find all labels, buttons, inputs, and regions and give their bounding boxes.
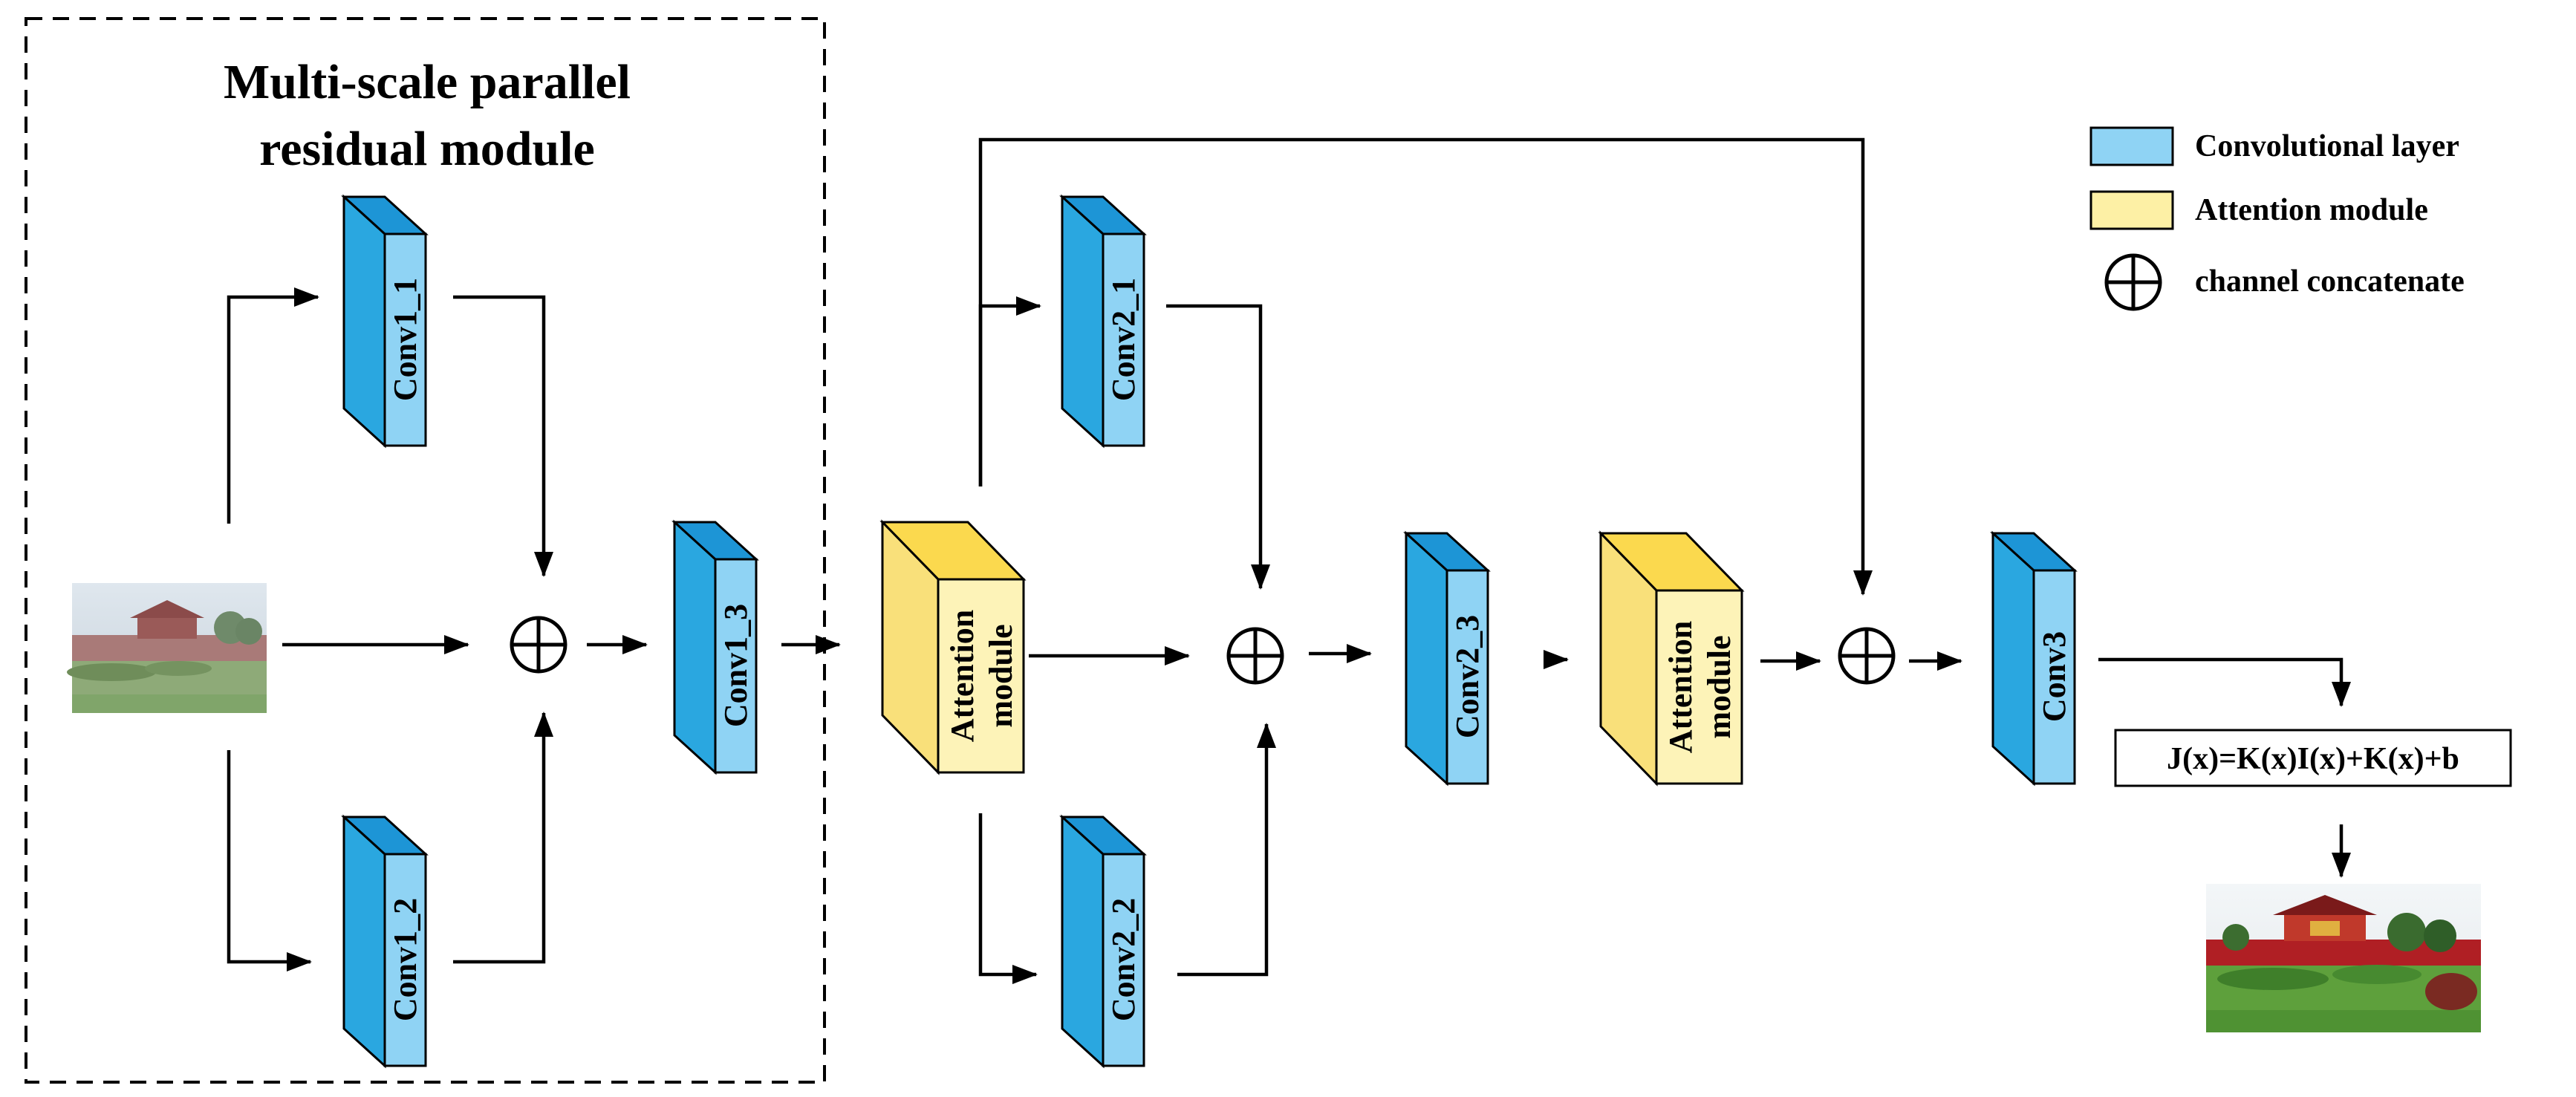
legend-concat-label: channel concatenate xyxy=(2195,264,2465,299)
conv2-2-label: Conv2_2 xyxy=(1105,898,1142,1021)
legend-conv-label: Convolutional layer xyxy=(2195,129,2459,163)
conv1-2-block: Conv1_2 xyxy=(341,814,429,1069)
conv1-3-label: Conv1_3 xyxy=(718,604,754,727)
conv2-3-block: Conv2_3 xyxy=(1403,530,1491,787)
conv3-label: Conv3 xyxy=(2036,631,2072,722)
legend-concat-icon xyxy=(2104,253,2162,311)
clear-output-image xyxy=(2206,884,2481,1032)
conv1-2-label: Conv1_2 xyxy=(387,898,423,1021)
concat-symbol-2 xyxy=(1226,627,1284,685)
conv1-3-block: Conv1_3 xyxy=(671,519,759,775)
attention-2-label-line1: Attention xyxy=(1662,621,1699,753)
formula-box: J(x)=K(x)I(x)+K(x)+b xyxy=(2114,729,2512,787)
attention-2-label-line2: module xyxy=(1701,635,1737,738)
conv2-3-label: Conv2_3 xyxy=(1449,615,1486,738)
legend-attention-swatch xyxy=(2089,190,2174,230)
legend-conv-swatch xyxy=(2089,126,2174,166)
concat-symbol-3 xyxy=(1838,627,1896,685)
module-dashed-border xyxy=(25,17,826,1084)
attention-1-label-line2: module xyxy=(983,624,1019,727)
conv2-2-block: Conv2_2 xyxy=(1059,814,1147,1069)
conv2-1-label: Conv2_1 xyxy=(1105,278,1142,401)
attention-module-1: Attention module xyxy=(879,519,1027,775)
conv1-1-label: Conv1_1 xyxy=(387,278,423,401)
concat-symbol-1 xyxy=(510,616,567,674)
legend: Convolutional layer Attention module cha… xyxy=(2089,126,2465,311)
conv1-1-block: Conv1_1 xyxy=(341,194,429,449)
module-title-line2: residual module xyxy=(259,122,595,176)
hazy-input-image xyxy=(67,583,267,713)
conv3-block: Conv3 xyxy=(1990,530,2078,787)
attention-module-2: Attention module xyxy=(1598,530,1745,787)
connections xyxy=(227,137,2351,984)
formula-text: J(x)=K(x)I(x)+K(x)+b xyxy=(2167,742,2459,776)
conv2-1-block: Conv2_1 xyxy=(1059,194,1147,449)
attention-1-label-line1: Attention xyxy=(944,610,980,742)
legend-attention-label: Attention module xyxy=(2195,193,2428,227)
module-title-line1: Multi-scale parallel xyxy=(224,55,631,109)
